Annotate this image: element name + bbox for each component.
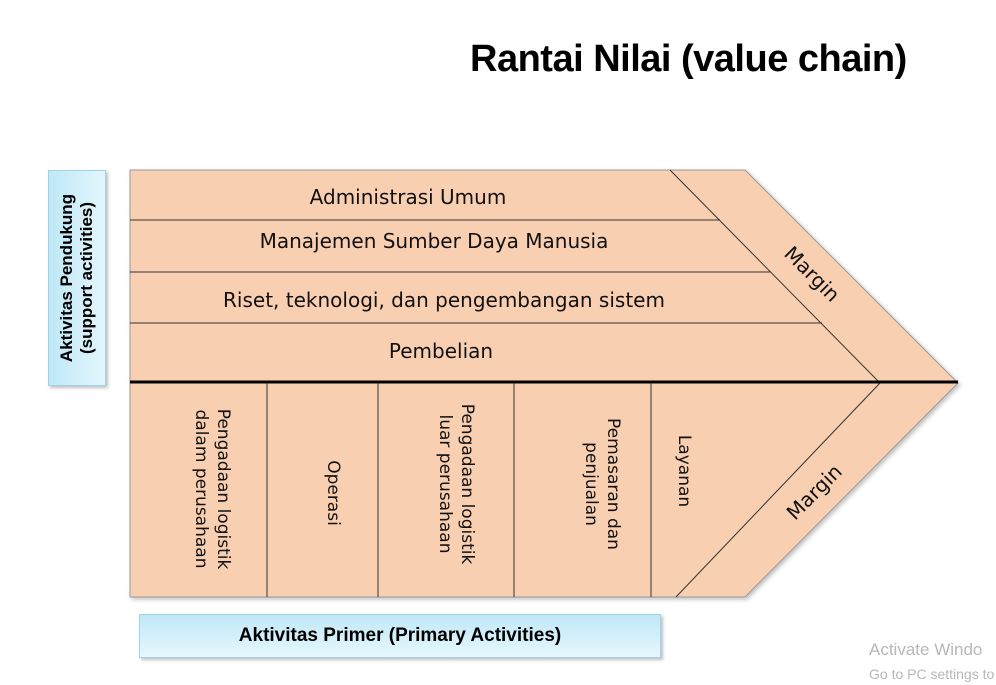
support-row-pembelian: Pembelian — [388, 339, 494, 363]
primary-col-logistik-luar: Pengadaan logistik luar perusahaan — [435, 403, 477, 565]
primary-col-operasi: Operasi — [323, 460, 343, 526]
primary-col-pemasaran: Pemasaran dan penjualan — [581, 418, 623, 550]
support-row-administrasi: Administrasi Umum — [309, 185, 507, 209]
support-activities-label: Aktivitas Pendukung (support activities) — [48, 170, 106, 386]
activate-windows-watermark: Activate Windo — [869, 640, 983, 659]
margin-line-top — [669, 169, 881, 384]
primary-col-layanan: Layanan — [674, 434, 694, 508]
primary-col-logistik-dalam: Pengadaan logistik dalam perusahaan — [191, 408, 233, 570]
support-row-sdm: Manajemen Sumber Daya Manusia — [259, 229, 609, 253]
diagram-title: Rantai Nilai (value chain) — [470, 38, 907, 80]
margin-line-bottom — [675, 382, 881, 598]
activate-windows-hint: Go to PC settings to — [869, 666, 995, 682]
support-row-riset: Riset, teknologi, dan pengembangan siste… — [223, 288, 665, 312]
primary-activities-label: Aktivitas Primer (Primary Activities) — [139, 614, 661, 658]
